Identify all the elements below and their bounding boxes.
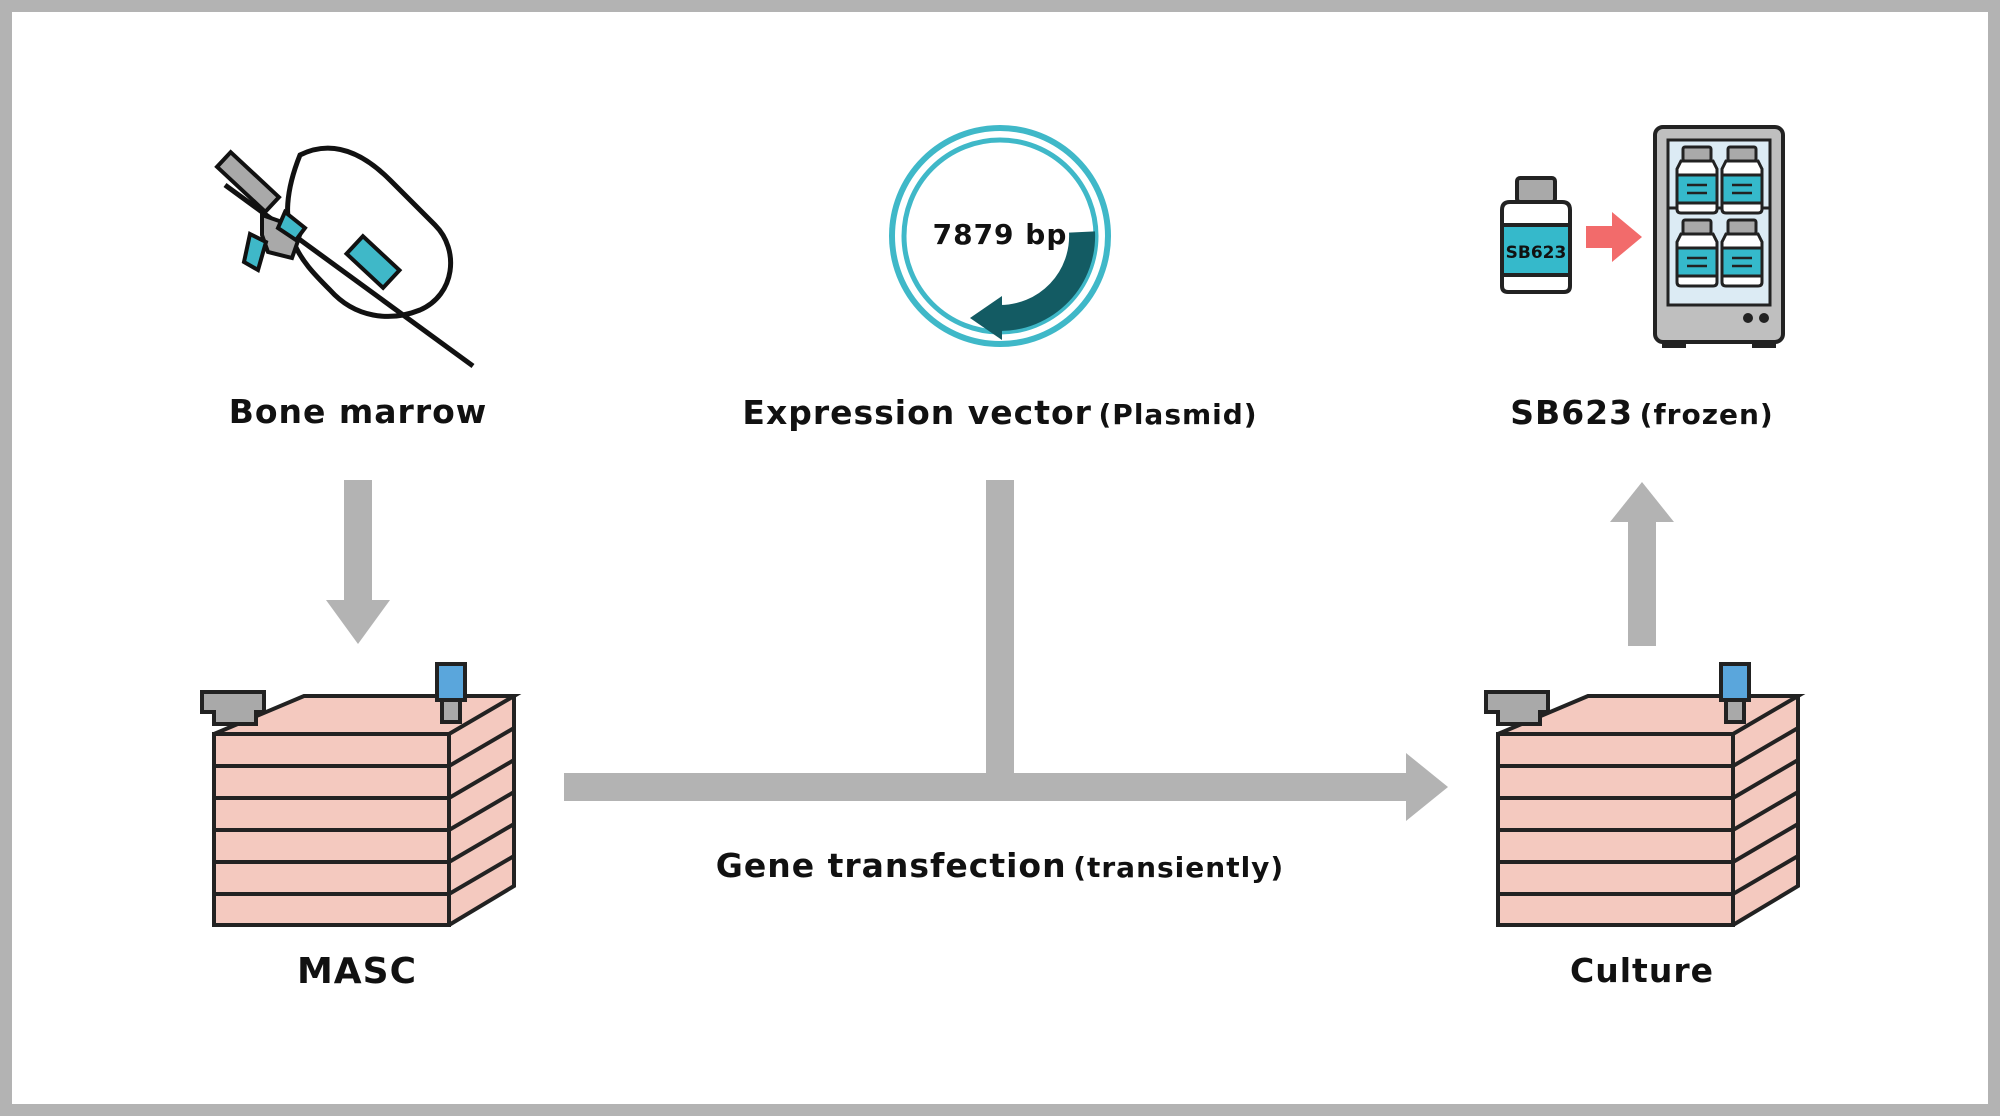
arrow-bone-marrow-to-masc [326, 480, 390, 644]
culture-flask-icon [1484, 662, 1800, 927]
label-gene-transfection-text: Gene transfection [715, 846, 1067, 885]
label-bone-marrow-text: Bone marrow [228, 392, 488, 431]
arrow-vector-down [986, 480, 1014, 780]
label-sb623-text: SB623 [1510, 393, 1634, 432]
label-culture: Culture [1570, 951, 1714, 990]
label-gene-transfection-sub: (transiently) [1073, 851, 1285, 884]
freezer-icon [1653, 125, 1785, 348]
bone-marrow-needle-icon [214, 145, 475, 369]
label-expression-vector-sub: (Plasmid) [1098, 398, 1258, 431]
arrow-culture-to-frozen [1610, 482, 1674, 646]
arrow-masc-to-culture [564, 753, 1448, 821]
red-arrow-icon [1586, 212, 1642, 262]
label-masc-text: MASC [296, 951, 418, 992]
label-masc: MASC [297, 951, 417, 992]
label-expression-vector-text: Expression vector [742, 393, 1092, 432]
label-expression-vector: Expression vector (Plasmid) [742, 393, 1257, 432]
label-culture-text: Culture [1570, 951, 1714, 990]
plasmid-size-label: 7879 bp [933, 218, 1068, 251]
label-sb623-sub: (frozen) [1639, 398, 1774, 431]
masc-flask-icon [200, 662, 516, 927]
label-bone-marrow: Bone marrow [229, 392, 488, 431]
plasmid-icon [889, 125, 1111, 347]
sb623-vial-icon [1500, 176, 1572, 294]
label-gene-transfection: Gene transfection (transiently) [716, 846, 1284, 885]
label-sb623-frozen: SB623 (frozen) [1510, 393, 1773, 432]
sb623-vial-text: SB623 [1506, 243, 1567, 263]
